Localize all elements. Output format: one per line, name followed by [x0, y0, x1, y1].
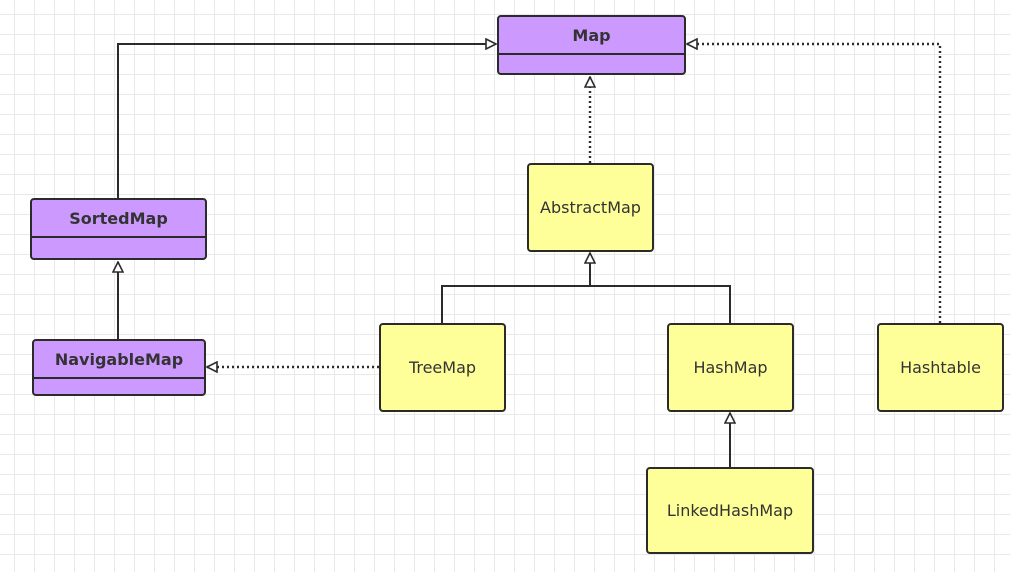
class-treemap-label: TreeMap	[408, 358, 477, 377]
interface-sortedmap-label: SortedMap	[32, 200, 205, 238]
class-abstractmap[interactable]: AbstractMap	[527, 163, 654, 252]
class-hashmap-label: HashMap	[693, 358, 768, 377]
class-hashtable-label: Hashtable	[900, 358, 981, 377]
interface-sortedmap[interactable]: SortedMap	[30, 198, 207, 260]
class-linkedhashmap-label: LinkedHashMap	[666, 501, 794, 520]
class-hashtable[interactable]: Hashtable	[877, 323, 1004, 412]
class-treemap[interactable]: TreeMap	[379, 323, 506, 412]
class-linkedhashmap[interactable]: LinkedHashMap	[646, 467, 814, 554]
edge-hashtable-to-map	[687, 44, 942, 323]
class-abstractmap-label: AbstractMap	[540, 198, 641, 217]
interface-sortedmap-body	[32, 238, 205, 258]
edge-sortedmap-to-map	[117, 44, 496, 198]
edge-treemap-to-abstractmap	[441, 285, 731, 323]
interface-map-body	[499, 55, 684, 73]
interface-navigablemap-label: NavigableMap	[34, 341, 204, 379]
interface-navigablemap[interactable]: NavigableMap	[32, 339, 206, 396]
interface-navigablemap-body	[34, 379, 204, 394]
interface-map-label: Map	[499, 17, 684, 55]
class-hashmap[interactable]: HashMap	[667, 323, 794, 412]
interface-map[interactable]: Map	[497, 15, 686, 75]
